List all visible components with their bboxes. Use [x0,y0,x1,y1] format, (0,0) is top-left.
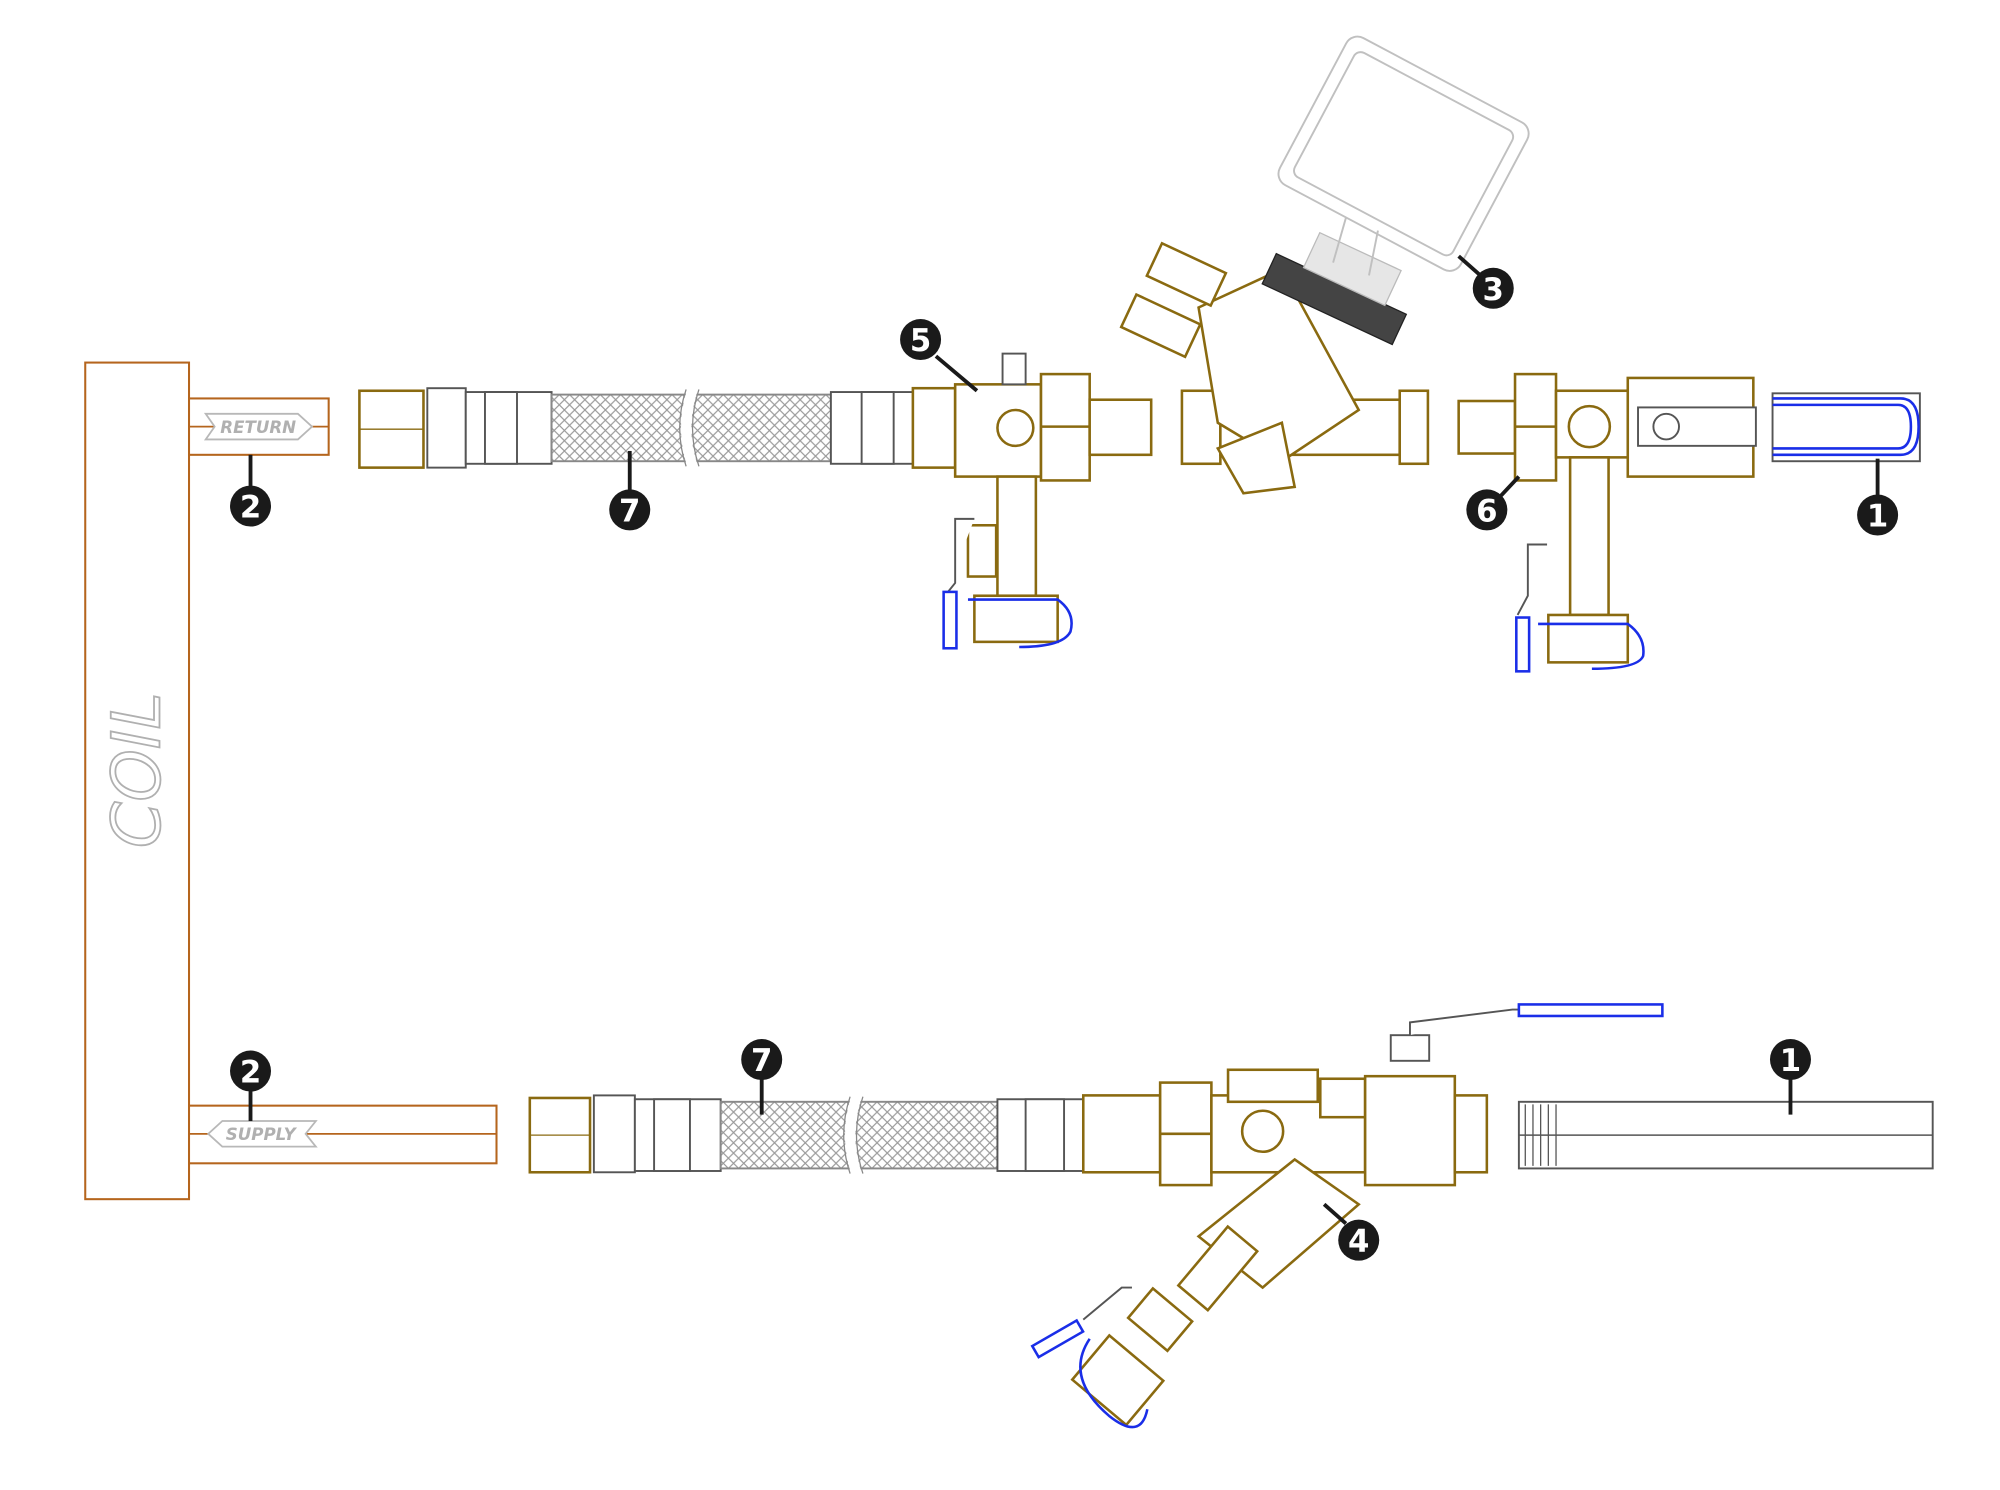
bottom-strainer-valve-assembly [1030,1003,1934,1429]
callout-3: 3 [1472,267,1514,309]
svg-text:2: 2 [240,1055,261,1091]
bottom-hose-assembly [528,1094,1162,1176]
supply-label: SUPPLY [226,1125,298,1144]
top-right-valve-assembly [1457,372,1921,673]
callout-2-supply: 2 [230,1050,272,1092]
svg-text:4: 4 [1348,1224,1369,1260]
balancing-valve [1119,35,1530,495]
svg-text:7: 7 [619,493,640,529]
leader-lines [248,254,1880,1225]
svg-text:5: 5 [910,323,931,359]
coil-label: COIL [98,692,176,848]
supply-tag: SUPPLY [206,1120,318,1148]
svg-text:2: 2 [240,490,261,526]
callout-1-top: 1 [1857,494,1899,536]
return-tag: RETURN [203,412,314,441]
callout-7-bottom: 7 [741,1039,783,1081]
actuator [1277,35,1530,276]
top-hose-assembly [358,386,957,469]
svg-text:7: 7 [751,1043,772,1079]
coil: COIL [84,361,191,1201]
return-pipe: RETURN [187,397,330,456]
svg-text:1: 1 [1780,1043,1801,1079]
supply-pipe: SUPPLY [187,1104,498,1165]
callout-1-bottom: 1 [1769,1039,1811,1081]
callout-7-top: 7 [609,489,651,531]
callout-4: 4 [1338,1219,1380,1261]
callout-6: 6 [1466,489,1508,531]
svg-text:1: 1 [1867,499,1888,535]
top-tee-drain [942,352,1153,650]
callout-2-return: 2 [230,485,272,527]
svg-text:6: 6 [1476,493,1497,529]
callout-5: 5 [900,319,942,361]
return-label: RETURN [220,418,296,437]
svg-text:3: 3 [1483,272,1504,308]
